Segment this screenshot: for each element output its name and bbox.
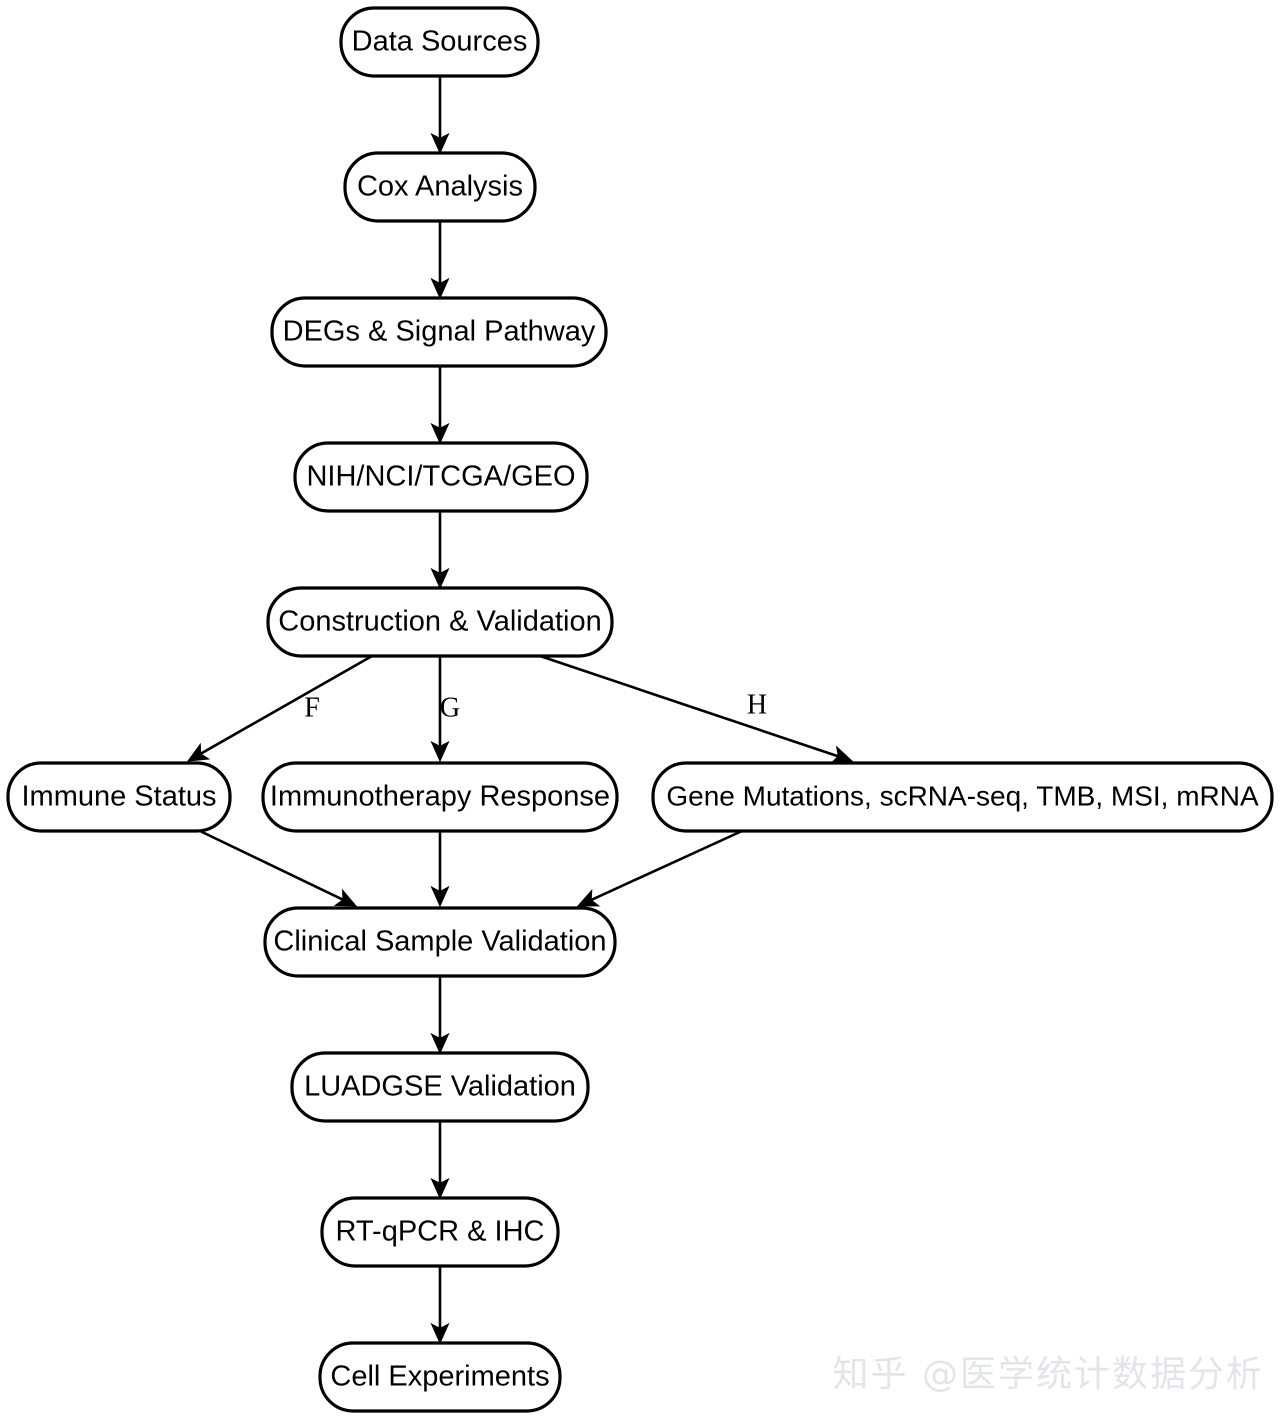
node-label: DEGs & Signal Pathway xyxy=(283,316,596,348)
edge-databases-to-construction xyxy=(430,511,450,590)
node-label: Data Sources xyxy=(352,26,528,58)
node-label: Clinical Sample Validation xyxy=(273,926,606,958)
arrowhead-icon xyxy=(430,740,450,763)
node-clinical-sample[interactable]: Clinical Sample Validation xyxy=(263,906,617,978)
node-label: Cell Experiments xyxy=(330,1361,549,1393)
edge-construction-to-gene-mutations xyxy=(539,654,854,764)
node-shape xyxy=(293,441,589,513)
node-cox-analysis[interactable]: Cox Analysis xyxy=(343,151,537,223)
arrowhead-icon xyxy=(430,1322,450,1345)
node-shape xyxy=(270,296,608,368)
node-label: Gene Mutations, scRNA-seq, TMB, MSI, mRN… xyxy=(666,780,1259,811)
arrowhead-icon xyxy=(430,885,450,908)
edge-immunotherapy-to-clinical-sample xyxy=(430,831,450,908)
node-gene-mutations[interactable]: Gene Mutations, scRNA-seq, TMB, MSI, mRN… xyxy=(651,761,1274,833)
arrowhead-icon xyxy=(430,277,450,300)
node-construction[interactable]: Construction & Validation xyxy=(266,586,614,658)
edge-construction-to-immunotherapy xyxy=(430,656,450,763)
edge-degs-pathway-to-databases xyxy=(430,366,450,445)
arrowhead-icon xyxy=(430,132,450,155)
edges-layer xyxy=(186,76,854,1345)
node-rt-qpcr-ihc[interactable]: RT-qPCR & IHC xyxy=(320,1196,560,1268)
node-shape xyxy=(343,151,537,223)
node-label: LUADGSE Validation xyxy=(304,1071,576,1103)
edge-data-sources-to-cox-analysis xyxy=(430,76,450,155)
edge-cox-analysis-to-degs-pathway xyxy=(430,221,450,300)
node-label: Cox Analysis xyxy=(357,171,523,203)
node-label: NIH/NCI/TCGA/GEO xyxy=(306,461,575,493)
node-shape xyxy=(290,1051,590,1123)
node-label: Immunotherapy Response xyxy=(270,781,610,813)
node-immunotherapy[interactable]: Immunotherapy Response xyxy=(261,761,619,833)
node-databases[interactable]: NIH/NCI/TCGA/GEO xyxy=(293,441,589,513)
node-shape xyxy=(6,761,232,833)
arrowhead-icon xyxy=(186,742,211,762)
node-label: RT-qPCR & IHC xyxy=(336,1216,545,1248)
node-shape xyxy=(339,6,540,78)
arrowhead-icon xyxy=(576,888,601,907)
watermark: 知乎 @医学统计数据分析 xyxy=(832,1354,1264,1395)
node-shape xyxy=(266,586,614,658)
edge-rt-qpcr-ihc-to-cell-experiments xyxy=(430,1266,450,1345)
node-cell-experiments[interactable]: Cell Experiments xyxy=(318,1341,562,1413)
node-shape xyxy=(263,906,617,978)
arrowhead-icon xyxy=(430,1032,450,1055)
arrowhead-icon xyxy=(430,567,450,590)
edge-luadgse-to-rt-qpcr-ihc xyxy=(430,1121,450,1200)
node-shape xyxy=(261,761,619,833)
node-shape xyxy=(318,1341,562,1413)
edge-label-h: H xyxy=(747,689,767,720)
arrowhead-icon xyxy=(430,422,450,445)
edge-label-f: F xyxy=(304,692,320,723)
node-label: Immune Status xyxy=(21,781,216,813)
node-immune-status[interactable]: Immune Status xyxy=(6,761,232,833)
node-degs-pathway[interactable]: DEGs & Signal Pathway xyxy=(270,296,608,368)
edge-labels-layer: F G H xyxy=(304,689,767,723)
node-luadgse[interactable]: LUADGSE Validation xyxy=(290,1051,590,1123)
node-shape xyxy=(320,1196,560,1268)
arrowhead-icon xyxy=(333,888,358,907)
arrowhead-icon xyxy=(430,1177,450,1200)
edge-construction-to-immune-status xyxy=(186,654,373,762)
node-data-sources[interactable]: Data Sources xyxy=(339,6,540,78)
edge-gene-mutations-to-clinical-sample xyxy=(576,829,743,907)
edge-immune-status-to-clinical-sample xyxy=(199,829,358,907)
edge-label-g: G xyxy=(440,692,460,723)
edge-clinical-sample-to-luadgse xyxy=(430,976,450,1055)
node-label: Construction & Validation xyxy=(278,606,601,638)
node-shape xyxy=(651,761,1274,833)
